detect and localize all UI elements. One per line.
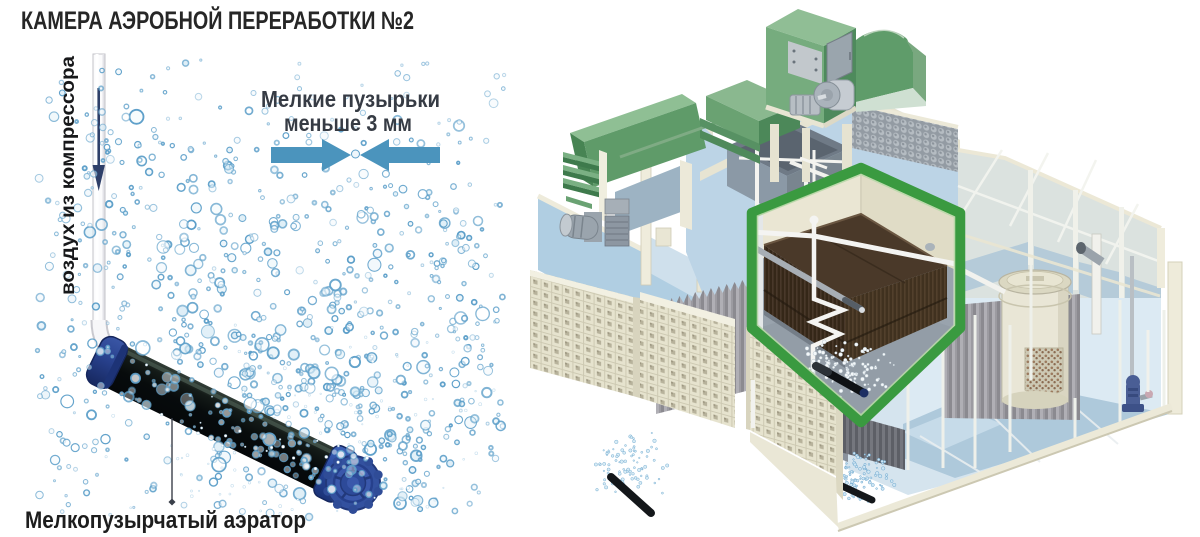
svg-text:Мелкие пузырьки: Мелкие пузырьки [261, 86, 440, 112]
svg-text:меньше 3 мм: меньше 3 мм [284, 110, 412, 136]
svg-text:Мелкопузырчатый аэратор: Мелкопузырчатый аэратор [25, 507, 306, 534]
svg-text:воздух из компрессора: воздух из компрессора [58, 56, 79, 295]
svg-text:КАМЕРА АЭРОБНОЙ ПЕРЕРАБОТКИ №2: КАМЕРА АЭРОБНОЙ ПЕРЕРАБОТКИ №2 [21, 5, 414, 35]
